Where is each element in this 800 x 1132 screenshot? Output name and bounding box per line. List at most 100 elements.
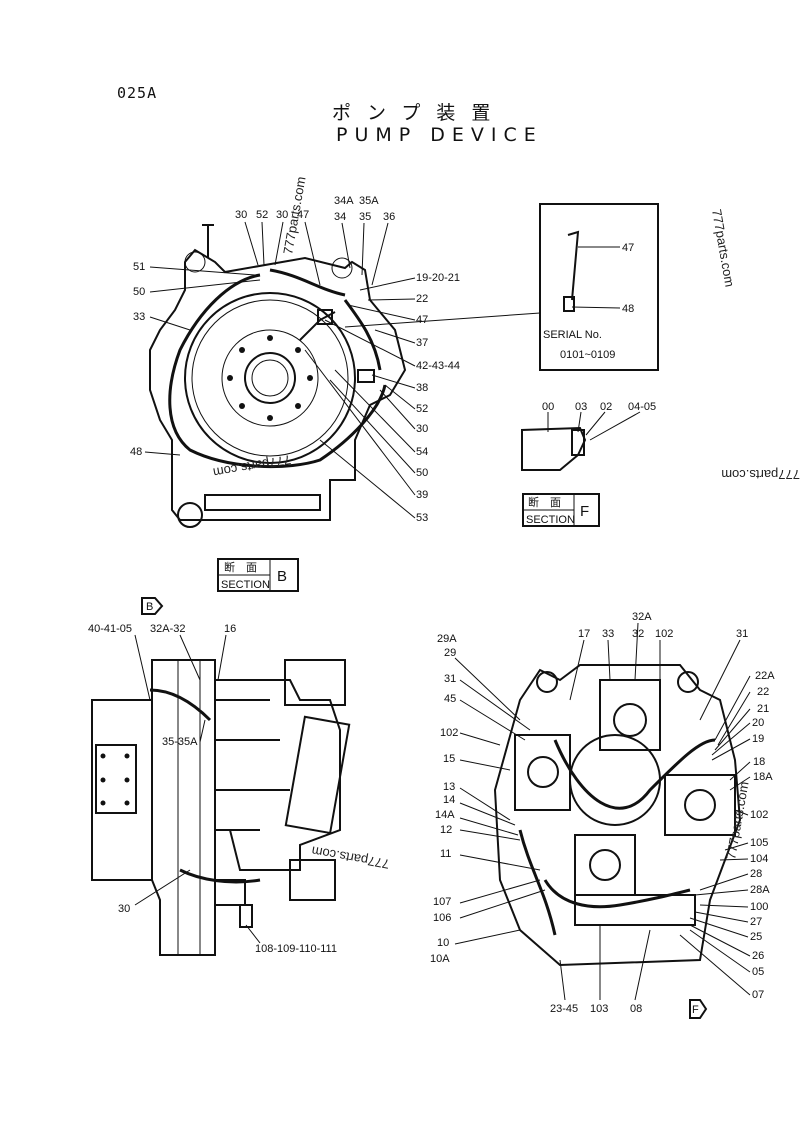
flywheel-profile	[91, 699, 153, 881]
callout-14a: 14A	[435, 809, 455, 821]
callout-30a: 30	[235, 209, 247, 221]
callout-19: 19	[752, 733, 764, 745]
callout-102b: 102	[440, 727, 458, 739]
callout-10a: 10A	[430, 953, 450, 965]
callout-28a: 28A	[750, 884, 770, 896]
fitting-38	[357, 369, 375, 383]
serial-range: 0101~0109	[560, 349, 615, 361]
detail-leaders	[571, 246, 621, 309]
callout-34: 34	[334, 211, 346, 223]
callout-12: 12	[440, 824, 452, 836]
base-plate	[574, 894, 696, 926]
title-japanese: ポンプ装置	[332, 102, 507, 124]
callout-07: 07	[752, 989, 764, 1001]
callout-30c: 30	[416, 423, 428, 435]
regulator-block	[284, 715, 351, 835]
drive-circle	[569, 734, 661, 826]
pump-right	[664, 774, 736, 836]
arrow-f-marker	[689, 999, 708, 1019]
section-f-detail: 00 03 02 04-05 断 面 SECTION F	[521, 401, 656, 527]
title-english: PUMP DEVICE	[336, 124, 543, 146]
section-f-letter: F	[580, 503, 589, 520]
callout-13: 13	[443, 781, 455, 793]
hub-bore	[251, 359, 289, 397]
callout-19-20-21: 19-20-21	[416, 272, 460, 284]
callout-32-r: 32	[632, 628, 644, 640]
callout-29a: 29A	[437, 633, 457, 645]
fitting-42	[317, 309, 333, 325]
pipe-42	[299, 311, 336, 341]
callout-105: 105	[750, 837, 768, 849]
callout-47a: 47	[297, 209, 309, 221]
valve-block-top	[284, 659, 346, 706]
callout-11: 11	[440, 848, 451, 860]
callout-22a: 22A	[755, 670, 775, 682]
callout-35-35a: 35-35A	[162, 736, 198, 748]
flywheel-outer	[184, 292, 356, 464]
callout-32a-r: 32A	[632, 611, 652, 623]
callout-52b: 52	[416, 403, 428, 415]
callout-26: 26	[752, 950, 764, 962]
detail-fitting	[563, 296, 575, 312]
section-b-en: SECTION	[221, 579, 270, 591]
callout-53: 53	[416, 512, 428, 524]
hose-48-53	[168, 273, 387, 469]
section-f-en: SECTION	[526, 514, 575, 526]
detail-hose	[567, 230, 580, 301]
top-callouts: 30 52 30 47 34A 34 35A 35 36 51 50 33 19…	[130, 195, 460, 524]
callout-100: 100	[750, 901, 768, 913]
flywheel-housing-view	[149, 224, 541, 528]
callout-14: 14	[443, 794, 455, 806]
pump-body-side	[214, 679, 341, 871]
f-body	[521, 426, 587, 471]
top-leaders	[144, 221, 416, 519]
callout-32a-32: 32A-32	[150, 623, 185, 635]
callout-10: 10	[437, 937, 449, 949]
flywheel-bolts	[100, 753, 130, 806]
callout-108-111: 108-109-110-111	[255, 943, 337, 955]
section-b-jp: 断 面	[224, 560, 257, 574]
hose-rear-1	[553, 738, 716, 810]
callout-54: 54	[416, 446, 428, 458]
pump-bottom	[574, 834, 636, 896]
callout-18: 18	[753, 756, 765, 768]
fitting-lower	[214, 879, 246, 906]
callout-50: 50	[133, 286, 145, 298]
callout-42-43-44: 42-43-44	[416, 360, 460, 372]
fitting-108	[239, 904, 253, 928]
callout-39: 39	[416, 489, 428, 501]
ear-right	[331, 257, 353, 279]
arrow-b-letter: B	[146, 601, 153, 613]
callout-102a: 102	[655, 628, 673, 640]
callout-31b: 31	[444, 673, 456, 685]
callout-33: 33	[133, 311, 145, 323]
arrow-b-marker	[141, 597, 164, 615]
callout-29: 29	[444, 647, 456, 659]
bottom-hole	[177, 502, 203, 528]
left-leaders	[134, 634, 261, 944]
callout-16: 16	[224, 623, 236, 635]
callout-08: 08	[630, 1003, 642, 1015]
callout-35a: 35A	[359, 195, 379, 207]
f-leaders	[547, 411, 641, 441]
f-callout-02: 02	[600, 401, 612, 413]
section-b-letter: B	[277, 568, 287, 585]
callout-40-41-05: 40-41-05	[88, 623, 132, 635]
ear-left	[184, 251, 206, 273]
callout-50b: 50	[416, 467, 428, 479]
bottom-slot	[204, 494, 321, 511]
f-callout-04-05: 04-05	[628, 401, 656, 413]
callout-107: 107	[433, 896, 451, 908]
callout-47b: 47	[416, 314, 428, 326]
callout-33-r: 33	[602, 628, 614, 640]
rear-view-right: F 32A 29A 17 33 32 102 31 29 31 45 22A 2…	[430, 611, 775, 1019]
callout-103: 103	[590, 1003, 608, 1015]
housing-outline	[149, 248, 407, 521]
f-callout-03: 03	[575, 401, 587, 413]
pump-front	[599, 679, 661, 751]
hose-rear-2	[518, 829, 557, 936]
watermark-6: 777parts.com	[723, 780, 751, 860]
callout-45: 45	[444, 693, 456, 705]
callout-20: 20	[752, 717, 764, 729]
section-f-jp: 断 面	[528, 495, 561, 509]
